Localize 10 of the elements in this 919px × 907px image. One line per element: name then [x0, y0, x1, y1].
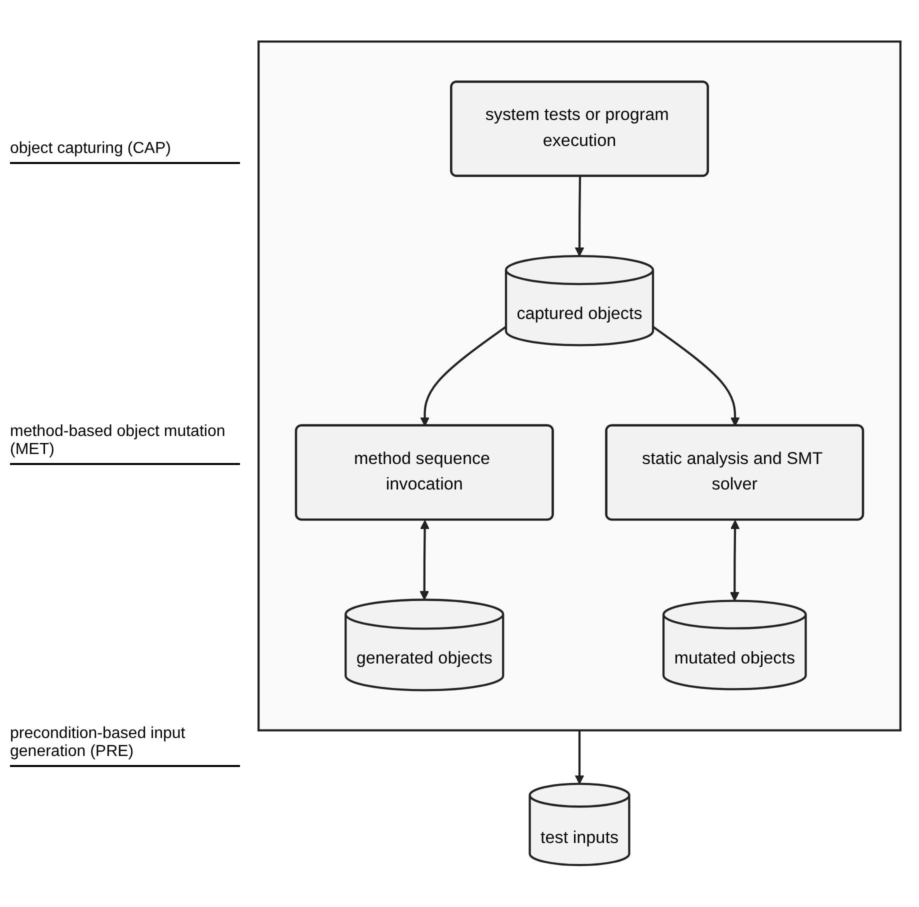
arrow	[574, 176, 584, 257]
band-label: method-based object mutation (MET)	[10, 423, 240, 466]
arrow	[652, 326, 740, 426]
arrow	[420, 520, 430, 600]
arrow	[420, 326, 507, 426]
band-label: precondition-based input generation (PRE)	[10, 725, 240, 768]
cluster	[258, 40, 902, 732]
band-label: object capturing (CAP)	[10, 140, 240, 164]
arrow	[730, 520, 740, 602]
arrow	[574, 730, 584, 784]
